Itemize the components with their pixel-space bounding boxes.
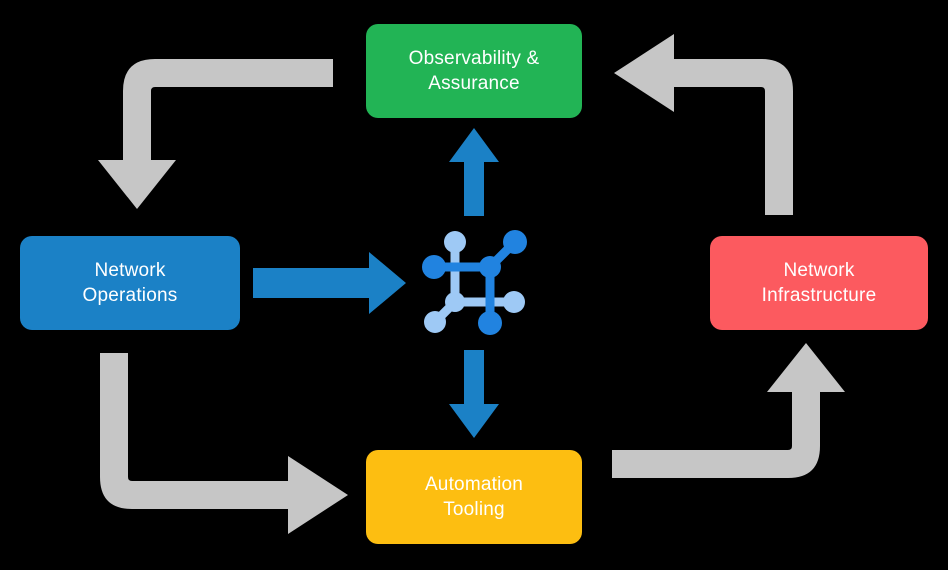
node-label-line1: Network [94,259,166,281]
node-box-network-infrastructure[interactable]: Network Infrastructure [710,236,928,330]
blue-arrow-center-to-automation [449,350,499,438]
node-label-line1: Observability & [408,47,540,69]
blue-arrow-operations-to-center [253,252,406,314]
node-label-line2: Infrastructure [761,285,877,306]
gray-arrow-automation-to-infrastructure [612,343,845,478]
gray-arrow-infrastructure-to-observability [614,34,793,215]
node-label-observability-assurance: Observability & Assurance [409,46,540,96]
node-label-automation-tooling: Automation Tooling [425,472,523,522]
node-label-network-infrastructure: Network Infrastructure [762,258,877,308]
blue-arrow-center-to-observability [449,128,499,216]
node-box-network-operations[interactable]: Network Operations [20,236,240,330]
node-label-line2: Tooling [443,499,505,520]
network-topology-icon [422,230,527,335]
gray-arrow-operations-to-automation [100,353,348,534]
node-label-line1: Network [783,259,855,281]
node-label-line2: Operations [82,285,178,306]
node-label-line2: Assurance [428,73,520,94]
node-box-automation-tooling[interactable]: Automation Tooling [366,450,582,544]
node-box-observability-assurance[interactable]: Observability & Assurance [366,24,582,118]
node-label-line1: Automation [424,473,524,495]
gray-arrow-observability-to-operations [98,59,333,209]
node-label-network-operations: Network Operations [83,258,178,308]
